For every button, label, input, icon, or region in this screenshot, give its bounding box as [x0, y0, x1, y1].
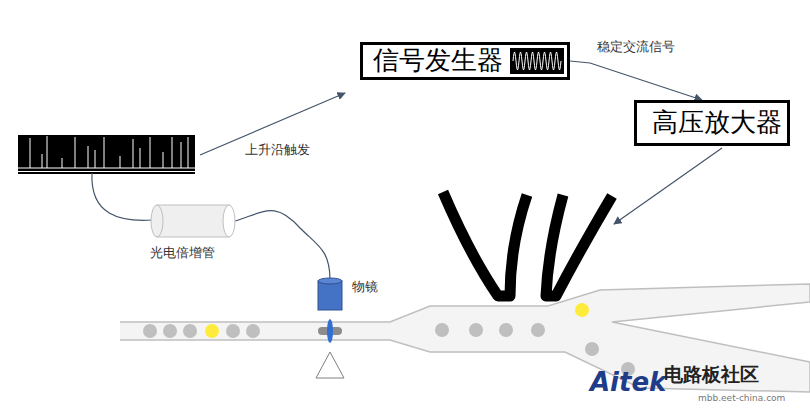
pmt-cylinder — [151, 205, 235, 237]
amplifier-box: 高压放大器 — [634, 100, 790, 146]
signal-arrow — [570, 61, 702, 100]
pmt-label: 光电倍增管 — [150, 246, 215, 261]
spike — [88, 146, 89, 168]
waveform — [513, 52, 561, 70]
signal-trace — [18, 135, 195, 173]
spike — [42, 154, 43, 168]
trigger-label: 上升沿触发 — [245, 143, 310, 158]
hv-arrow — [614, 148, 722, 224]
cable — [232, 211, 330, 280]
spike — [133, 139, 134, 168]
spike — [172, 137, 173, 168]
signal-generator-box: 信号发生器 — [360, 42, 570, 80]
spike — [47, 136, 48, 168]
spike — [75, 137, 76, 168]
spike — [150, 137, 151, 168]
spike — [188, 137, 189, 168]
cable — [92, 173, 152, 220]
waveform-icon — [510, 48, 564, 74]
spike — [104, 137, 105, 168]
objective — [316, 278, 344, 378]
watermark: 电路板社区 — [664, 364, 759, 386]
signal-label: 稳定交流信号 — [597, 40, 675, 55]
channel — [120, 284, 810, 392]
spike — [140, 148, 141, 168]
box-label: 高压放大器 — [652, 108, 782, 138]
box-label: 信号发生器 — [373, 46, 503, 76]
spike — [163, 152, 164, 168]
spike — [95, 150, 96, 168]
spike — [120, 156, 121, 168]
particles — [143, 303, 635, 376]
spike — [62, 158, 63, 168]
waveform-ground — [510, 48, 564, 74]
watermark: mbb.eet-china.com — [698, 393, 785, 403]
electrodes — [443, 192, 612, 296]
objective-label: 物镜 — [352, 280, 378, 295]
watermark: Aitek — [590, 368, 666, 398]
spike — [30, 138, 31, 168]
spike — [181, 142, 182, 168]
